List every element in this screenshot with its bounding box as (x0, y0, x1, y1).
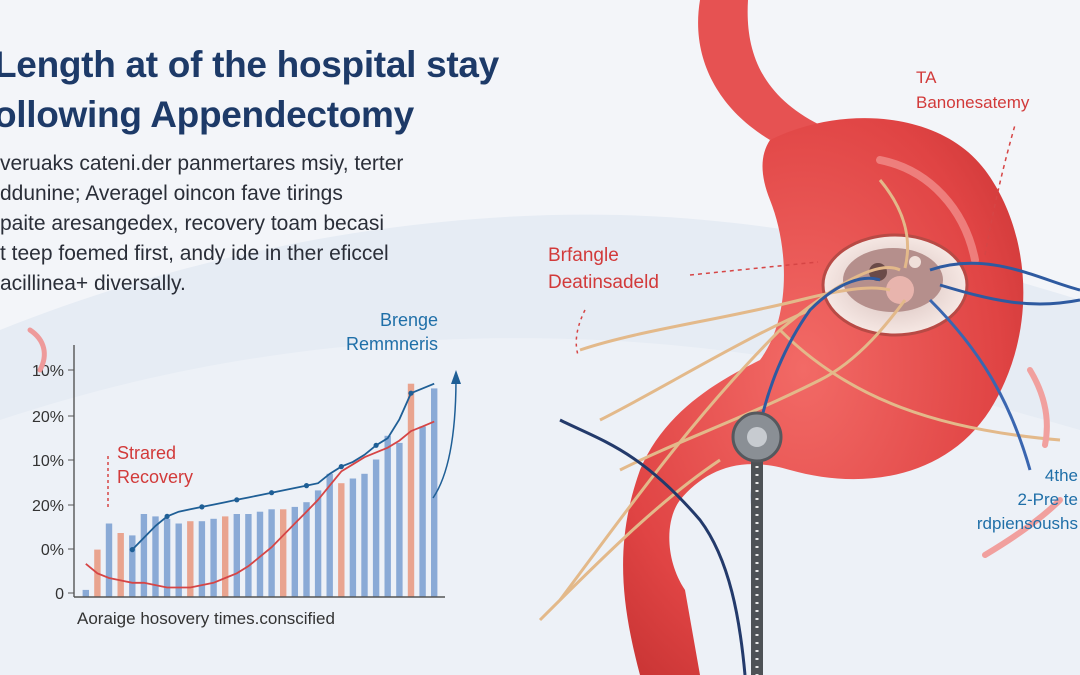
chart-bar (280, 509, 287, 597)
chart-bar (256, 511, 264, 597)
chart-bar (140, 514, 148, 597)
chart-bar (210, 518, 217, 597)
chart-bar (338, 483, 345, 597)
brenge-remmneris-label: Brenge Remmneris (346, 310, 439, 354)
chart-bar (326, 473, 333, 597)
chart-bar (187, 521, 194, 597)
line-point (129, 547, 135, 553)
chart-bar (291, 506, 298, 597)
description-text: veruaks cateni.der panmertares msiy, ter… (0, 152, 404, 295)
brenge-remmneris-line (131, 382, 435, 551)
chart-bar (407, 383, 415, 597)
chart-bar (372, 459, 380, 597)
chart-bar (431, 388, 438, 597)
x-axis-label: Aoraige hosovery times.conscified (77, 609, 335, 628)
chart-bar (233, 514, 240, 597)
chart-bar (268, 509, 275, 597)
y-tick-label: 0% (41, 542, 64, 559)
y-tick-marks (68, 369, 74, 594)
red-dash-pointer (984, 124, 1016, 256)
chart-bar (117, 533, 124, 597)
probe-clamp-center (747, 427, 767, 447)
chart-bar (105, 523, 113, 597)
chart-bar (303, 502, 310, 597)
chart-bar (349, 478, 357, 597)
chart-bar (396, 442, 403, 597)
red-swoosh (1027, 367, 1050, 448)
line-point (164, 513, 170, 520)
y-tick-labels: 10% 20% 10% 20% 0% 0 (32, 363, 64, 603)
chart-bar (245, 514, 252, 597)
ta-banonesatemy-label: TA Banonesatemy (916, 68, 1030, 112)
chart-bar (384, 435, 391, 597)
fourthe-rdpiensoushs-label: 4the 2-Pre te rdpiensoushs (976, 466, 1078, 533)
y-tick-label: 10% (32, 453, 64, 470)
strared-recovery-label: Strared Recovery (117, 443, 194, 487)
chart-bar (163, 518, 171, 597)
y-tick-label: 10% (32, 363, 64, 380)
line-point (373, 442, 379, 448)
line-point (303, 483, 310, 489)
line-point (408, 390, 414, 396)
y-tick-label: 20% (32, 409, 64, 426)
blue-line-points (129, 390, 414, 553)
recovery-chart: 10% 20% 10% 20% 0% 0 Aoraige hosovery ti… (27, 327, 461, 628)
stomach-body (623, 118, 1024, 675)
red-dash-pointer (575, 309, 586, 356)
chart-bar (198, 521, 206, 597)
stomach-highlight (876, 156, 979, 264)
opening-tissue (869, 256, 921, 304)
line-point (234, 497, 240, 503)
line-point (199, 504, 205, 510)
page-title: Length at of the hospital stay ollowing … (0, 44, 499, 135)
nerve-fibers (538, 179, 1061, 622)
bar-series (82, 383, 438, 597)
chart-bar (175, 523, 182, 597)
red-swoosh (982, 497, 1063, 558)
line-point (269, 490, 275, 496)
red-dash-pointer (689, 261, 819, 276)
chart-bar (129, 535, 136, 597)
chart-bar (222, 516, 229, 597)
y-tick-label: 20% (32, 498, 64, 515)
esophagus (698, 0, 820, 140)
trend-arrow (432, 377, 457, 499)
chart-bar (82, 589, 89, 597)
chart-bar (152, 516, 159, 597)
line-point (338, 464, 344, 470)
trend-arrow-head (451, 370, 461, 384)
red-swoosh (27, 327, 47, 373)
brfangle-deatinsadeld-label: Brfangle Deatinsadeld (548, 245, 659, 293)
stomach-illustration (538, 0, 1080, 675)
chart-bar (419, 426, 426, 597)
strared-recovery-line (85, 420, 435, 589)
y-tick-label: 0 (55, 586, 64, 603)
chart-bar (314, 490, 322, 597)
chart-bar (361, 473, 368, 597)
